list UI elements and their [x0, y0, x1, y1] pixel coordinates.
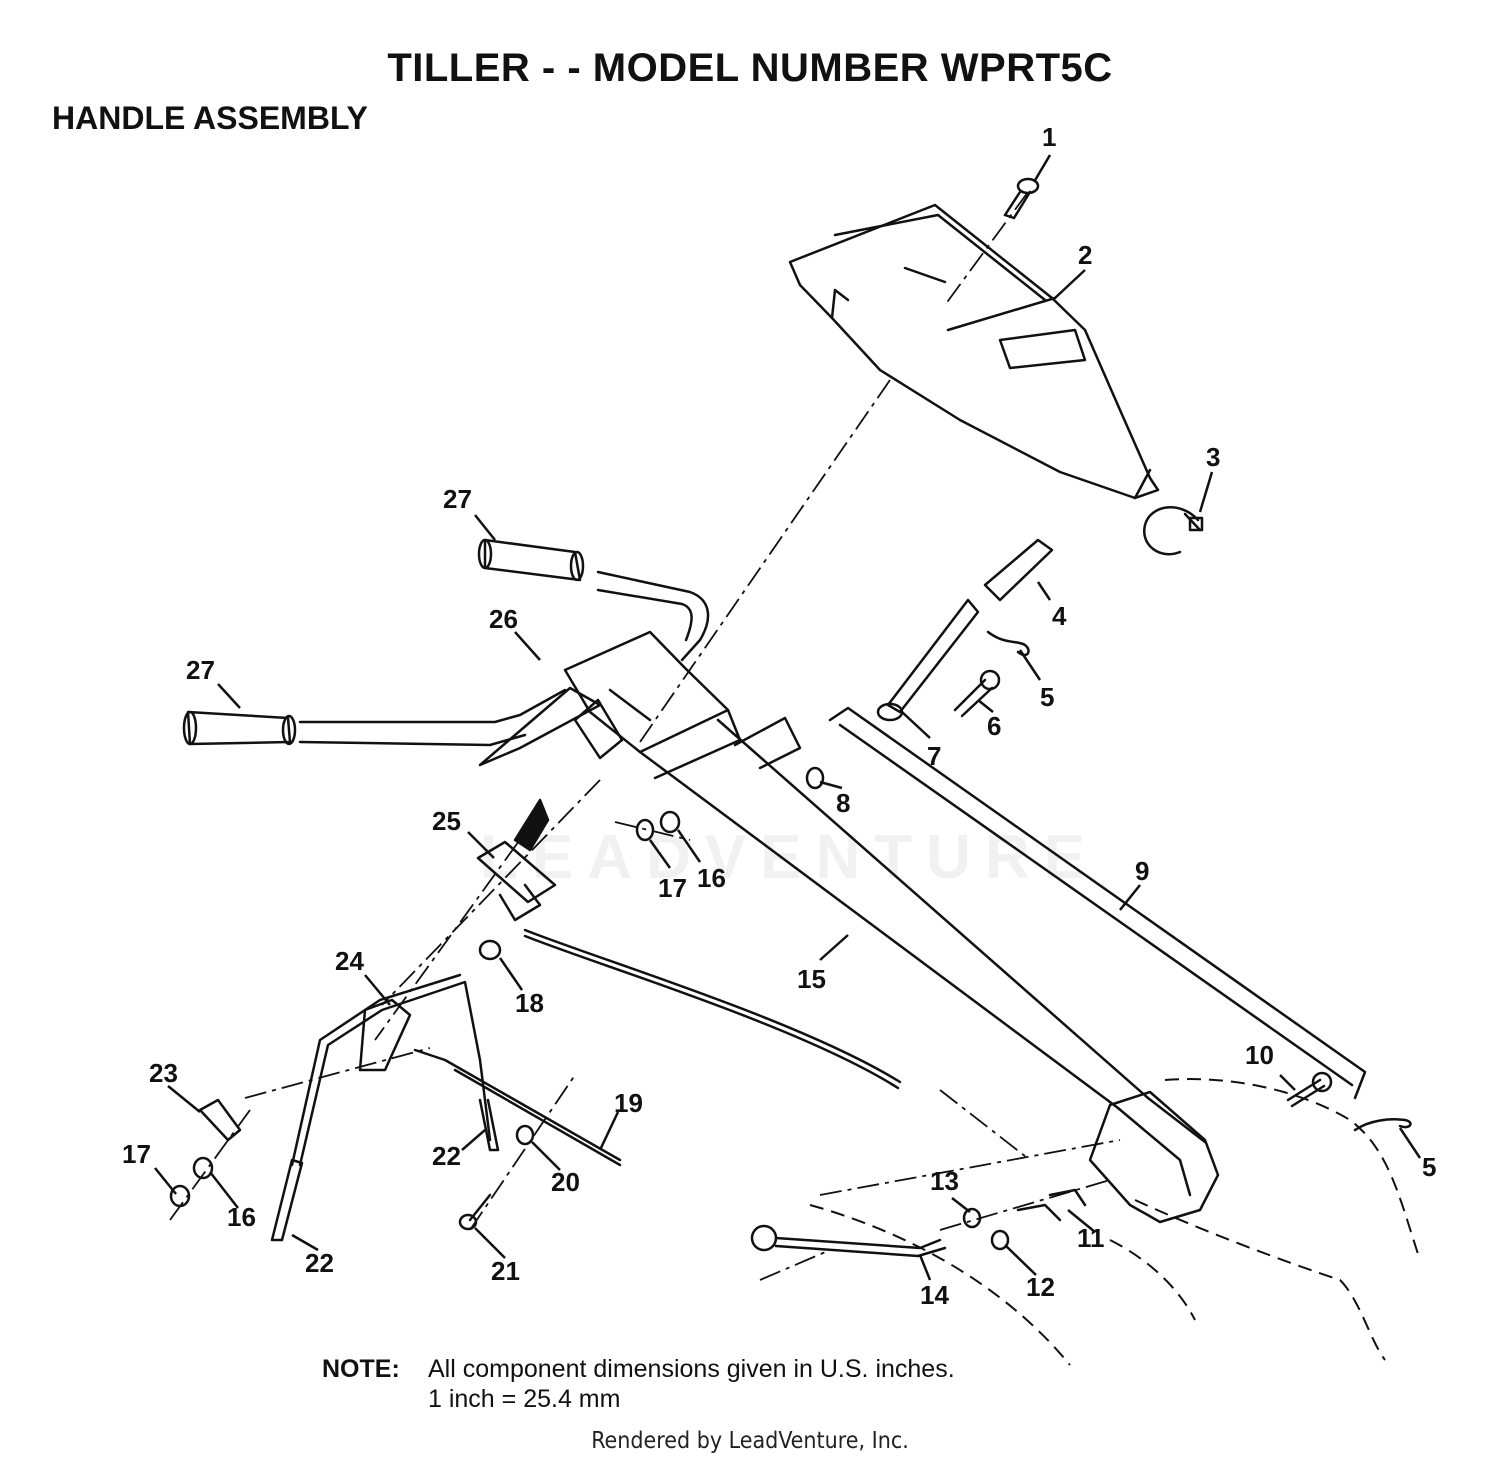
clamp-ring-part — [1142, 506, 1204, 556]
callout-24: 24 — [335, 946, 364, 976]
depth-bar-part — [750, 1224, 947, 1258]
callout-14: 14 — [920, 1280, 949, 1310]
callout-6: 6 — [987, 711, 1001, 741]
note-line-2: 1 inch = 25.4 mm — [428, 1385, 621, 1413]
callout-17: 17 — [658, 873, 687, 903]
callout-27: 27 — [443, 484, 472, 514]
control-bracket-part — [476, 798, 557, 922]
callout-5: 5 — [1040, 682, 1054, 712]
callout-13: 13 — [930, 1166, 959, 1196]
callout-22: 22 — [432, 1141, 461, 1171]
callout-3: 3 — [1206, 442, 1220, 472]
washer-nut-part — [169, 810, 681, 1208]
note-label: NOTE: — [322, 1355, 400, 1383]
callout-leaders — [154, 154, 1422, 1281]
handle-bar-part — [298, 570, 710, 747]
page-title: TILLER - - MODEL NUMBER WPRT5C — [387, 46, 1113, 90]
adjuster-part — [962, 1188, 1087, 1251]
callout-22-second: 22 — [305, 1248, 334, 1278]
grip-part — [182, 538, 585, 746]
nut-part — [805, 766, 825, 790]
note-block: NOTE: All component dimensions given in U… — [322, 1354, 955, 1414]
rod-part — [828, 706, 1367, 1100]
callout-15: 15 — [797, 964, 826, 994]
callout-7: 7 — [927, 741, 941, 771]
callout-26: 26 — [489, 604, 518, 634]
callout-25: 25 — [432, 806, 461, 836]
callout-11: 11 — [1077, 1223, 1105, 1253]
callout-23: 23 — [149, 1058, 178, 1088]
clip-part — [198, 1098, 242, 1142]
callout-18: 18 — [515, 988, 544, 1018]
callout-12: 12 — [1026, 1272, 1055, 1302]
leader-lines — [169, 191, 1121, 1281]
callout-labels: 1 2 3 4 5 6 7 8 9 10 11 12 13 14 15 16 1… — [122, 122, 1436, 1310]
screw-part — [1003, 177, 1040, 220]
callout-19: 19 — [614, 1088, 643, 1118]
callout-9: 9 — [1135, 856, 1149, 886]
hairpin-clip-part — [986, 630, 1412, 1132]
threaded-rod-part — [413, 1048, 622, 1167]
credit-footer: Rendered by LeadVenture, Inc. — [591, 1428, 909, 1454]
callout-5-second: 5 — [1422, 1152, 1436, 1182]
note-body: All component dimensions given in U.S. i… — [428, 1354, 955, 1414]
callout-17-second: 17 — [122, 1139, 151, 1169]
callout-20: 20 — [551, 1167, 580, 1197]
nut-part — [478, 939, 502, 961]
callout-8: 8 — [836, 788, 850, 818]
note-line-1: All component dimensions given in U.S. i… — [428, 1355, 955, 1383]
section-title: HANDLE ASSEMBLY — [52, 100, 368, 136]
main-tube-part — [638, 718, 1220, 1224]
callout-4: 4 — [1052, 601, 1067, 631]
callout-2: 2 — [1078, 240, 1092, 270]
control-bail-part — [270, 973, 500, 1242]
cable-part — [523, 928, 902, 1090]
callout-21: 21 — [491, 1256, 520, 1286]
handle-panel-part — [788, 203, 1160, 500]
bolt-part — [1286, 1071, 1333, 1108]
callout-16: 16 — [697, 863, 726, 893]
callout-10: 10 — [1245, 1040, 1274, 1070]
callout-27-second: 27 — [186, 655, 215, 685]
bolt-part — [953, 669, 1001, 718]
handle-bracket-part — [478, 630, 802, 780]
dashed-outline — [809, 1078, 1421, 1366]
callout-16-second: 16 — [227, 1202, 256, 1232]
lever-part — [876, 538, 1054, 722]
callout-1: 1 — [1042, 122, 1056, 152]
